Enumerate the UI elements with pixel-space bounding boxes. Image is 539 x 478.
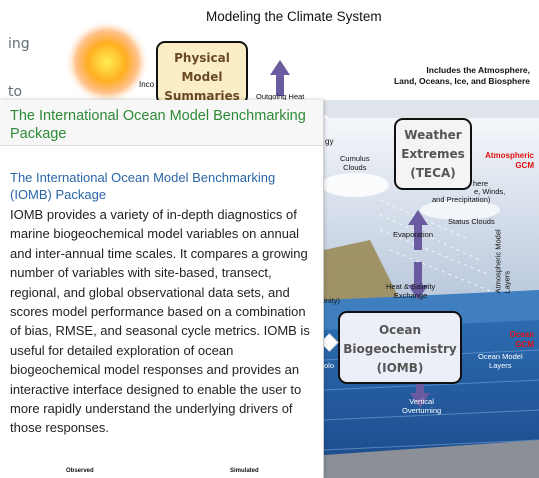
flux-arrows	[270, 60, 430, 408]
status-clouds-label: Status Clouds	[448, 217, 495, 226]
diagram-title: Modeling the Climate System	[206, 9, 382, 24]
precipitation-label-fragment: and Precipitation)	[432, 195, 491, 204]
popover-title: The International Ocean Model Benchmarki…	[10, 108, 306, 142]
box-label: (TECA)	[410, 166, 456, 180]
popover-header: The International Ocean Model Benchmarki…	[0, 100, 323, 146]
background-text-fragment: ing	[8, 36, 30, 52]
ocean-gcm-label: Ocean GCM	[500, 330, 534, 350]
box-label: (IOMB)	[376, 361, 424, 375]
box-label: Weather	[404, 128, 462, 142]
label-line: Atmospheric	[485, 151, 534, 160]
box-label: Summaries	[164, 89, 240, 103]
label-line: Overturning	[402, 406, 442, 415]
includes-caption-line: Includes the Atmosphere,	[426, 65, 530, 75]
cloud-illustration	[420, 200, 500, 220]
atmospheric-model-layers-label: Atmospheric Model Layers	[493, 229, 512, 294]
atmospheric-gcm-label: Atmospheric GCM	[479, 151, 534, 171]
precipitation-lines	[379, 199, 501, 296]
label-line: Layers	[489, 361, 512, 370]
background-text-fragment: to	[8, 84, 23, 100]
outgoing-heat-label: Outgoing Heat	[256, 92, 305, 101]
winds-label-fragment: e, Winds,	[474, 187, 506, 196]
popover-description: IOMB provides a variety of in-depth diag…	[10, 207, 310, 436]
label-line: GCM	[515, 161, 534, 170]
atmosphere-top-surface	[300, 100, 539, 120]
energy-label-fragment: gy	[325, 137, 334, 146]
box-label: Physical	[174, 51, 230, 65]
includes-caption: Includes the Atmosphere, Land, Oceans, I…	[358, 65, 530, 87]
box-label: Extremes	[401, 147, 465, 161]
sun-illustration	[65, 20, 149, 104]
iomb-popover: The International Ocean Model Benchmarki…	[0, 100, 324, 478]
salinity-label-fragment: inity)	[324, 296, 340, 305]
label-line: Vertical	[409, 397, 434, 406]
label-line: Cumulus	[340, 154, 370, 163]
observed-thumbnail-label: Observed	[66, 468, 94, 474]
label-line: Heat & Salinity	[386, 282, 436, 291]
label-line: Clouds	[343, 163, 367, 172]
evaporation-label: Evaporation	[393, 230, 434, 239]
box-label: Biogeochemistry	[343, 342, 457, 356]
ocean-label-fragment: olo	[324, 361, 335, 370]
iomb-package-link[interactable]: The International Ocean Model Benchmarki…	[10, 170, 276, 202]
seabed	[324, 440, 539, 478]
box-label: Model	[181, 70, 223, 84]
heat-salinity-exchange-label: Heat & Salinity Exchange	[386, 282, 435, 300]
land-illustration	[324, 240, 400, 310]
weather-extremes-box[interactable]: Weather Extremes (TECA)	[394, 118, 472, 190]
incoming-label: Inco	[139, 80, 155, 89]
cloud-illustration	[321, 173, 389, 197]
physical-model-summaries-box[interactable]: Physical Model Summaries	[156, 41, 248, 105]
vertical-overturning-label: Vertical Overturning	[402, 397, 441, 415]
simulated-thumbnail-label: Simulated	[230, 468, 259, 474]
popover-body: The International Ocean Model Benchmarki…	[0, 146, 323, 438]
label-line: GCM	[515, 340, 534, 349]
ocean-model-layers-label: Ocean Model Layers	[478, 352, 523, 370]
atmosphere-label-fragment: here	[473, 179, 489, 188]
ocean-biogeochemistry-box[interactable]: Ocean Biogeochemistry (IOMB)	[338, 311, 462, 384]
label-line: Exchange	[393, 291, 428, 300]
cumulus-clouds-label: Cumulus Clouds	[340, 154, 370, 172]
includes-caption-line: Land, Oceans, Ice, and Biosphere	[393, 76, 530, 86]
label-line: Ocean	[509, 330, 534, 339]
label-line: Ocean Model	[478, 352, 523, 361]
box-label: Ocean	[378, 323, 422, 337]
